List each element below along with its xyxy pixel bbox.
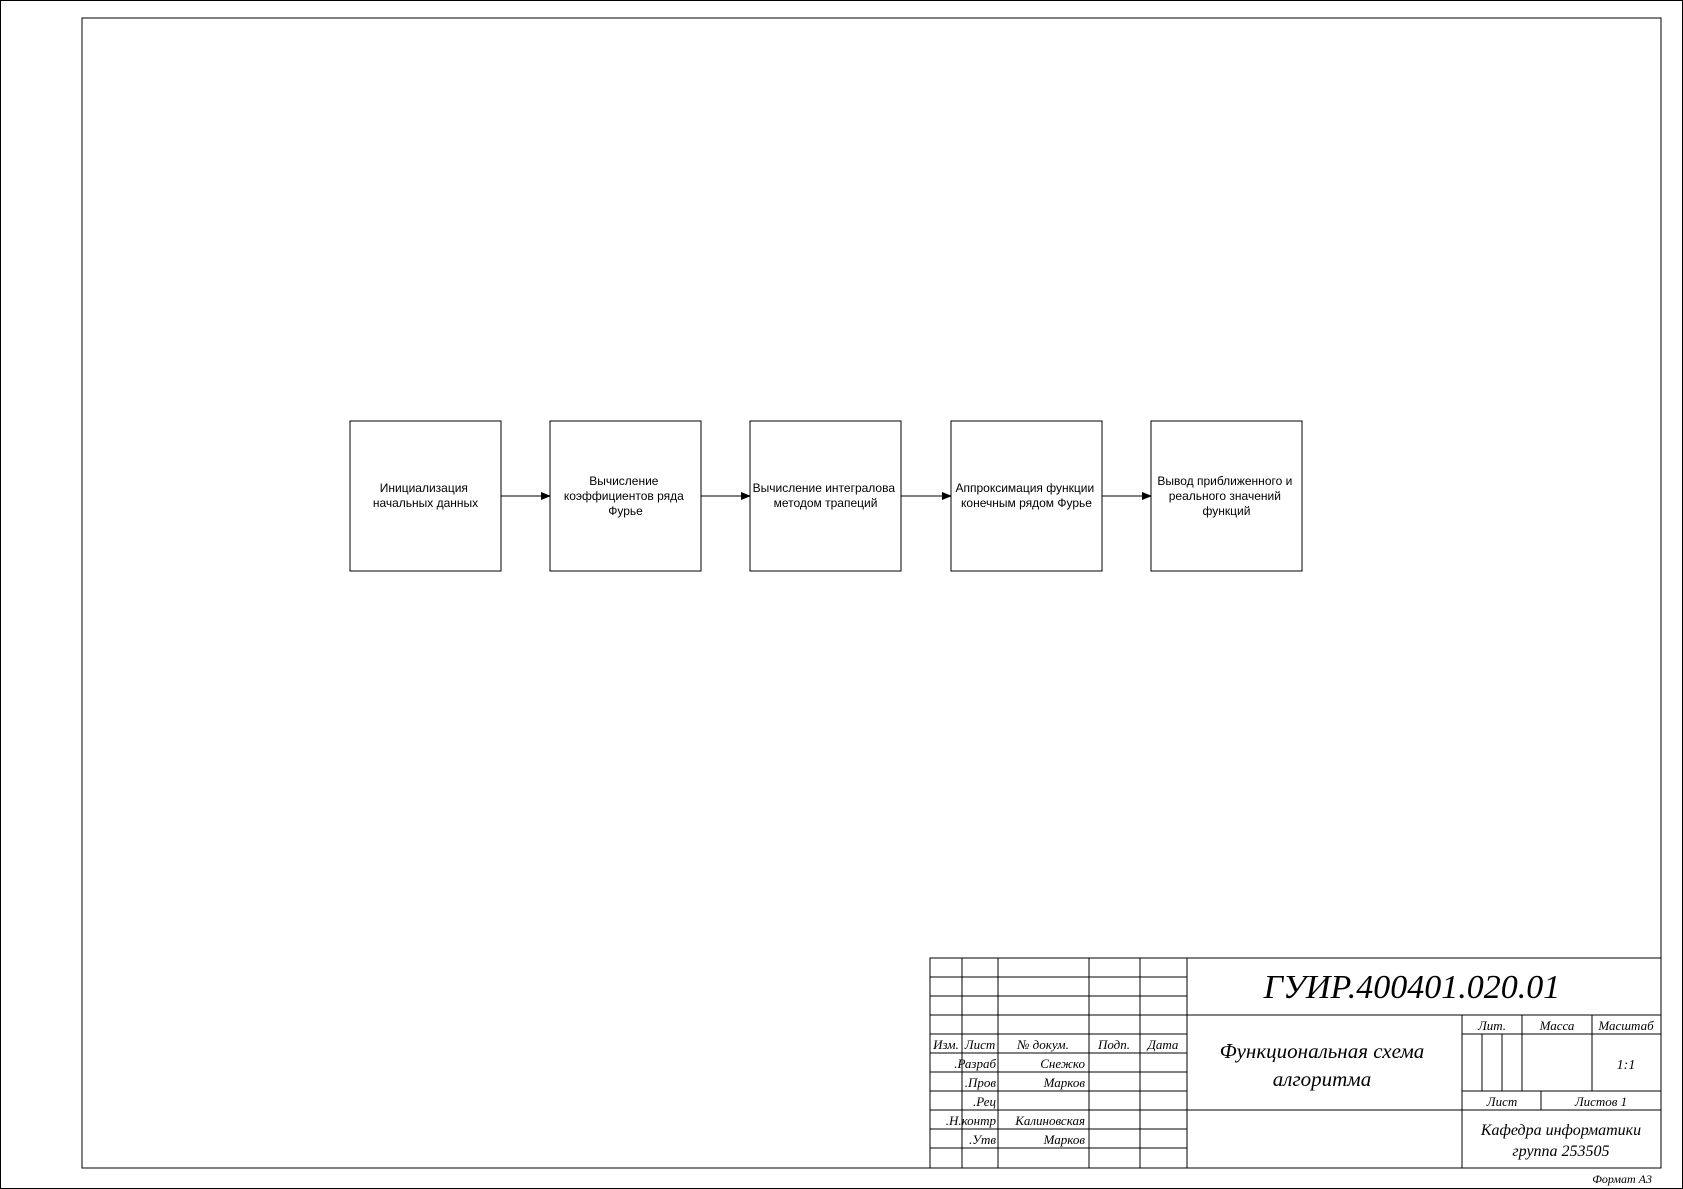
mass-label: Масса [1539,1018,1575,1033]
role-approver: .Утв [969,1132,996,1147]
flow-block-output-line-2: реального значений [1169,489,1281,503]
flow-diagram: Инициализация начальных данных Вычислени… [349,420,1303,572]
sheet-label: Лист [1486,1094,1517,1109]
title-block [929,957,1662,1169]
svg-text:Аппроксимация функции: Аппроксимация функции конечным рядом Фур… [955,481,1097,510]
flow-block-output: Вывод приближенного и реального значений… [1150,420,1303,572]
flow-block-coefficients: Вычисление коэффициентов ряда Фурье [549,420,702,572]
header-sign: Подп. [1097,1037,1130,1052]
document-designation: ГУИР.400401.020.01 [1263,969,1561,1006]
flow-block-output-line-1: Вывод приближенного и [1157,474,1292,488]
organization-line-1: Кафедра информатики [1480,1122,1641,1139]
person-developer: Снежко [1040,1056,1085,1071]
scale-label: Масштаб [1597,1018,1654,1033]
flow-block-integrals: Вычисление интегралова методом трапеций [749,420,902,572]
document-title-line-2: алгоритма [1273,1067,1371,1091]
role-reviewer: .Рец [973,1094,996,1109]
header-list: Лист [964,1037,995,1052]
sheets-label: Листов 1 [1574,1094,1627,1109]
flow-block-approximation-line-1: Аппроксимация функции [955,481,1094,495]
flow-block-init: Инициализация начальных данных [349,420,502,572]
format-label: Формат А3 [1592,1172,1652,1186]
title-block-text: ГУИР.400401.020.01 Функциональная схема … [932,969,1654,1160]
flow-block-coefficients-line-3: Фурье [608,504,643,518]
flow-block-integrals-line-2: методом трапеций [774,496,878,510]
svg-text:Инициализация начальны: Инициализация начальных данных [373,481,478,510]
svg-text:Вывод приближенного и: Вывод приближенного и реального значений… [1157,474,1295,518]
drawing-frame [81,17,1662,1169]
flow-block-output-line-3: функций [1203,504,1251,518]
role-checker: .Пров [965,1075,997,1090]
document-title-line-1: Функциональная схема [1220,1039,1425,1063]
flow-block-coefficients-line-1: Вычисление [589,474,659,488]
person-checker: Марков [1043,1075,1086,1090]
flow-block-integrals-line-1: Вычисление интегралова [753,481,896,495]
flow-block-approximation-line-2: конечным рядом Фурье [961,496,1092,510]
flow-block-init-line-1: Инициализация [380,481,468,495]
header-doc-no: № докум. [1016,1037,1069,1052]
flow-block-coefficients-line-2: коэффициентов ряда [564,489,684,503]
header-date: Дата [1146,1037,1179,1052]
header-izm: Изм. [932,1037,959,1052]
lit-label: Лит. [1477,1018,1506,1033]
svg-text:Вычисление коэффициент: Вычисление коэффициентов ряда Фурье [564,474,687,518]
flow-block-approximation: Аппроксимация функции конечным рядом Фур… [950,420,1103,572]
svg-text:Вычисление интегралова: Вычисление интегралова методом трапеций [753,481,899,510]
role-developer: .Разраб [954,1056,996,1071]
flow-block-init-line-2: начальных данных [373,496,478,510]
person-approver: Марков [1043,1132,1086,1147]
person-norm-control: Калиновская [1014,1113,1085,1128]
organization-line-2: группа 253505 [1512,1143,1609,1160]
role-norm-control: .Н.контр [946,1113,997,1128]
scale-value: 1:1 [1617,1058,1636,1073]
